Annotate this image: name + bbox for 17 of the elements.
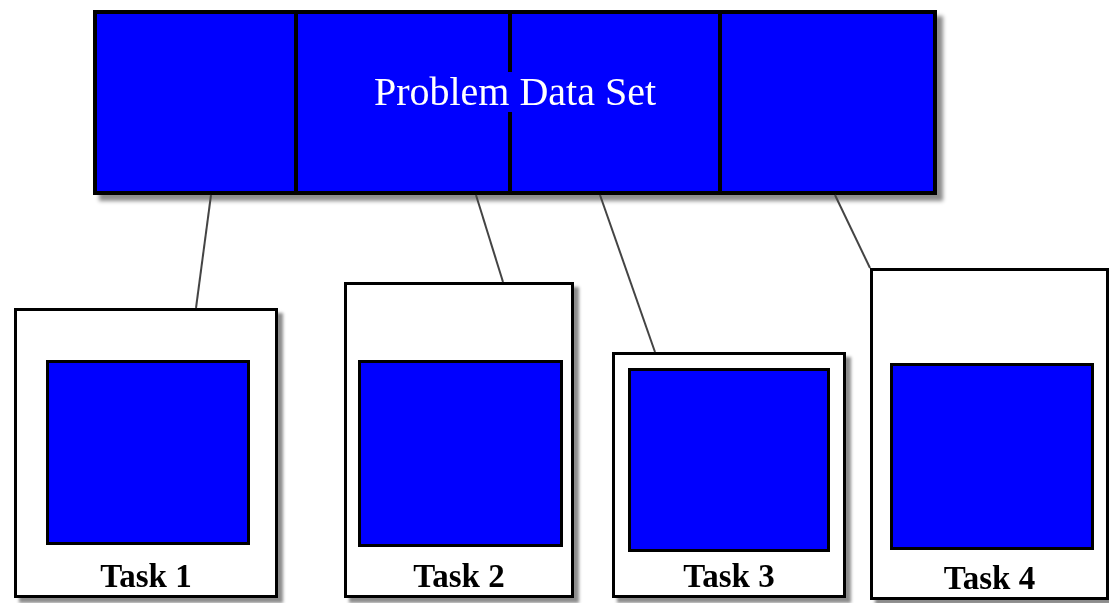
data-set-bar (93, 10, 937, 195)
task-label: Task 3 (682, 560, 776, 593)
task-box (344, 282, 574, 598)
task-label: Task 1 (99, 560, 193, 593)
inner-square (358, 360, 563, 547)
connector-line (599, 194, 656, 353)
inner-square (628, 368, 830, 552)
task-box (870, 268, 1109, 600)
inner-square (890, 363, 1094, 550)
task-box (14, 308, 278, 598)
inner-square (46, 360, 250, 545)
connector-line (475, 194, 504, 283)
task-box (612, 352, 846, 598)
task-label: Task 4 (942, 562, 1037, 595)
connector-line (834, 194, 871, 269)
connector-line (195, 194, 212, 309)
task-label: Task 2 (412, 560, 506, 593)
